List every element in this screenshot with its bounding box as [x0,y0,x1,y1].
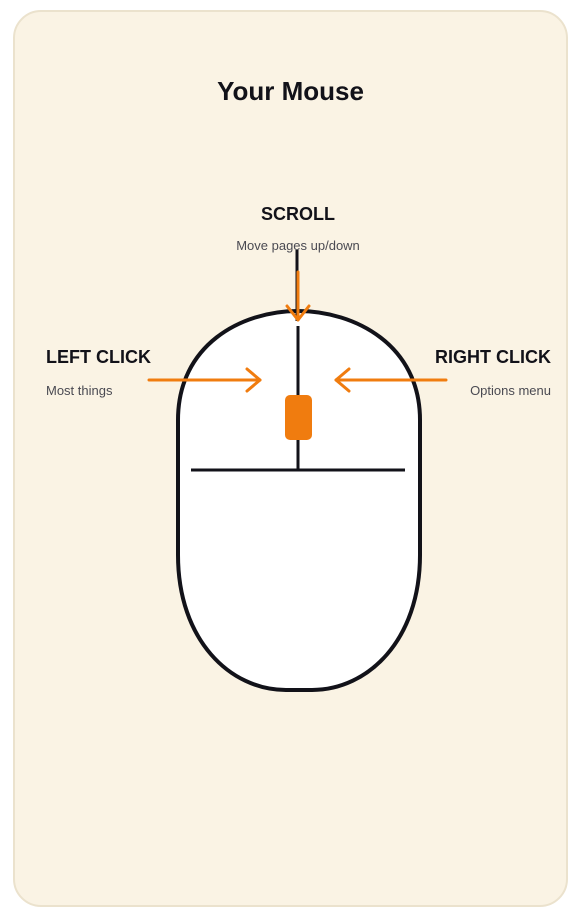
scroll-wheel-icon [285,395,312,440]
mouse-icon [178,311,420,690]
